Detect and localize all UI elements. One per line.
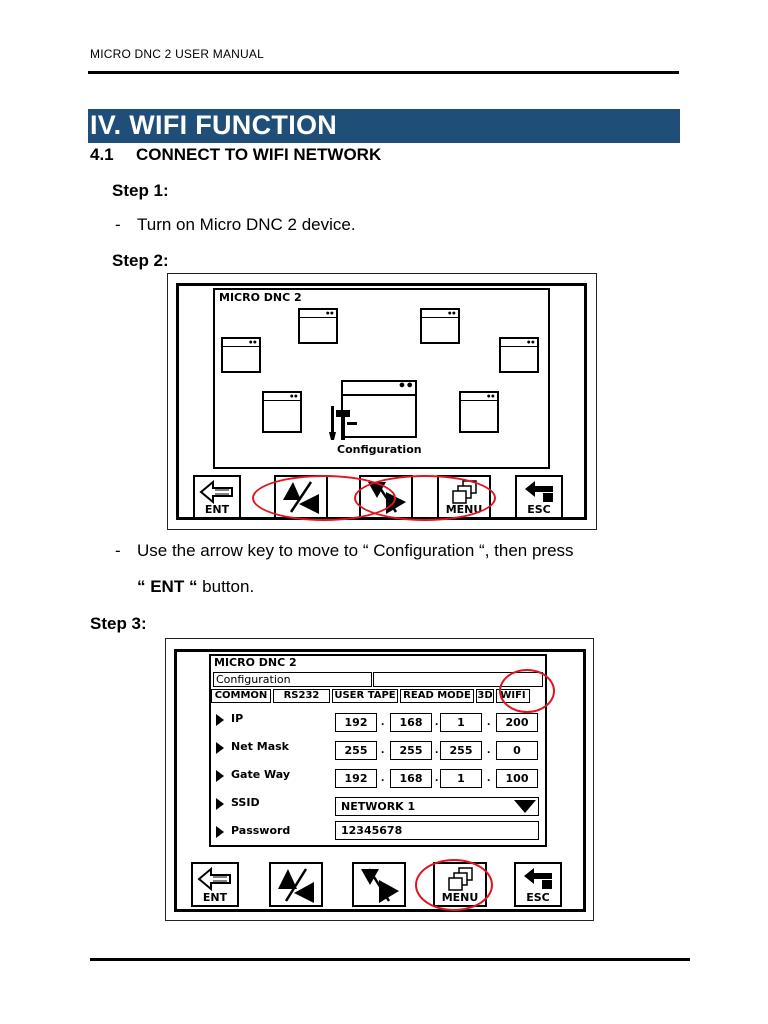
esc-button[interactable]: ESC — [514, 862, 562, 907]
net-mask-label: Net Mask — [231, 740, 289, 753]
gate-way-octet-2[interactable]: 168 — [390, 769, 432, 788]
step-1-text: -Turn on Micro DNC 2 device. — [115, 215, 356, 234]
config-tabs: COMMON RS232 USER TAPE READ MODE 3D WIFI — [211, 689, 532, 703]
menu-window-icon: ● ● — [221, 337, 261, 373]
subsection-title: 4.1 CONNECT TO WIFI NETWORK — [90, 145, 381, 165]
menu-window-icon: ● ● — [459, 391, 499, 433]
ent-button[interactable]: ENT — [193, 475, 241, 519]
ip-octet-4[interactable]: 200 — [496, 713, 538, 732]
device-display: MICRO DNC 2 ● ● ● ● ● ● ● ● ● ● ● ● ● ● … — [213, 288, 550, 469]
ssid-arrow-icon — [216, 798, 224, 810]
tab-common[interactable]: COMMON — [211, 689, 271, 703]
ip-label: IP — [231, 712, 244, 725]
step-3-label: Step 3: — [90, 614, 147, 633]
manual-header-title: MICRO DNC 2 USER MANUAL — [90, 47, 264, 61]
device-title: MICRO DNC 2 — [219, 291, 302, 304]
subsection-number: 4.1 — [90, 145, 114, 164]
ip-octet-2[interactable]: 168 — [390, 713, 432, 732]
gate-way-octet-3[interactable]: 1 — [440, 769, 482, 788]
esc-arrow-icon — [525, 481, 553, 502]
esc-button[interactable]: ESC — [515, 475, 563, 519]
gate-way-arrow-icon — [216, 770, 224, 782]
ip-octet-3[interactable]: 1 — [440, 713, 482, 732]
net-mask-arrow-icon — [216, 742, 224, 754]
password-arrow-icon — [216, 826, 224, 838]
menu-window-icon: ● ● — [298, 308, 338, 344]
device-display: MICRO DNC 2 Configuration COMMON RS232 U… — [209, 654, 547, 847]
device-screenshot-wifi-config: MICRO DNC 2 Configuration COMMON RS232 U… — [165, 638, 594, 921]
header-divider — [88, 71, 679, 74]
ent-button[interactable]: ENT — [191, 862, 239, 907]
gate-way-octet-4[interactable]: 100 — [496, 769, 538, 788]
device-screenshot-main-menu: MICRO DNC 2 ● ● ● ● ● ● ● ● ● ● ● ● ● ● … — [167, 273, 597, 530]
enter-arrow-icon — [199, 479, 233, 505]
configuration-label: Configuration — [337, 443, 422, 456]
step-1-label: Step 1: — [112, 181, 169, 200]
esc-button-label: ESC — [527, 503, 551, 516]
arrow-down-right-icon — [361, 868, 399, 903]
password-input[interactable]: 12345678 — [335, 821, 539, 840]
esc-arrow-icon — [524, 868, 552, 889]
step-2-text-continued: “ ENT “ button. — [137, 577, 255, 596]
ent-button-label: ENT — [202, 891, 228, 904]
tab-user-tape[interactable]: USER TAPE — [332, 689, 398, 703]
password-label: Password — [231, 824, 291, 837]
highlight-wifi-tab — [499, 669, 555, 713]
tab-3d[interactable]: 3D — [476, 689, 494, 703]
gate-way-label: Gate Way — [231, 768, 290, 781]
ssid-label: SSID — [231, 796, 260, 809]
net-mask-octet-3[interactable]: 255 — [440, 741, 482, 760]
arrow-up-left-button[interactable] — [269, 862, 323, 907]
tools-icon — [329, 406, 357, 440]
section-title: IV. WIFI FUNCTION — [90, 110, 338, 140]
footer-divider — [90, 958, 690, 961]
ssid-value: NETWORK 1 — [341, 800, 416, 813]
subsection-heading: CONNECT TO WIFI NETWORK — [136, 145, 382, 164]
config-subtitle-box: Configuration — [213, 672, 372, 687]
arrow-up-left-icon — [278, 868, 314, 903]
ssid-select[interactable]: NETWORK 1 — [335, 797, 539, 816]
net-mask-octet-1[interactable]: 255 — [335, 741, 377, 760]
section-title-band — [88, 109, 680, 143]
enter-arrow-icon — [197, 866, 231, 892]
arrow-down-right-button[interactable] — [352, 862, 406, 907]
configuration-window-icon: ● ● — [341, 380, 417, 438]
step-2-label: Step 2: — [112, 251, 169, 270]
dropdown-arrow-icon[interactable] — [513, 799, 537, 814]
esc-button-label: ESC — [526, 891, 550, 904]
net-mask-octet-2[interactable]: 255 — [390, 741, 432, 760]
gate-way-octet-1[interactable]: 192 — [335, 769, 377, 788]
device-title: MICRO DNC 2 — [214, 656, 297, 669]
config-subtitle: Configuration — [216, 673, 291, 686]
ent-button-label: ENT — [204, 503, 230, 516]
ip-arrow-icon — [216, 714, 224, 726]
menu-window-icon: ● ● — [420, 308, 460, 344]
menu-window-icon: ● ● — [262, 391, 302, 433]
ent-emphasis: “ ENT “ — [137, 577, 198, 596]
menu-window-icon: ● ● — [499, 337, 539, 373]
step-2-text: -Use the arrow key to move to “ Configur… — [115, 541, 574, 560]
tab-rs232[interactable]: RS232 — [273, 689, 330, 703]
net-mask-octet-4[interactable]: 0 — [496, 741, 538, 760]
highlight-menu-button — [415, 859, 493, 911]
tab-read-mode[interactable]: READ MODE — [400, 689, 474, 703]
highlight-arrow-keys — [354, 475, 496, 521]
ip-octet-1[interactable]: 192 — [335, 713, 377, 732]
